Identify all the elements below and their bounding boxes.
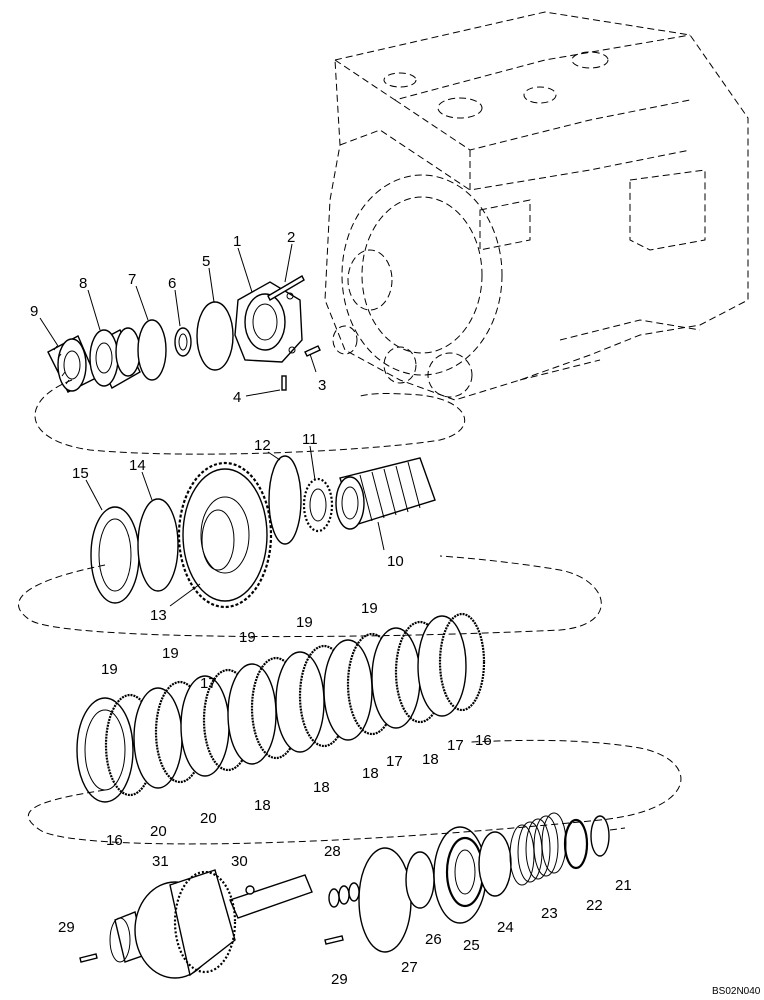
callout-label: 31 xyxy=(152,853,169,870)
callout-label: 23 xyxy=(541,905,558,922)
callout-label: 14 xyxy=(129,457,146,474)
part-29-roll-pin xyxy=(324,935,344,945)
clutch-plate xyxy=(417,615,467,717)
callout-label: 29 xyxy=(331,971,348,988)
clutch-plate xyxy=(275,651,325,753)
callout-label: 12 xyxy=(254,437,271,454)
callout-label: 15 xyxy=(72,465,89,482)
part-14-snap-ring xyxy=(137,498,179,592)
callout-label: 22 xyxy=(586,897,603,914)
clutch-plate xyxy=(371,627,421,729)
assembly-reference-loops xyxy=(18,379,682,845)
part-13-drive-gear xyxy=(177,461,273,609)
callout-label: 1 xyxy=(233,233,241,250)
part-28-seal-rings xyxy=(328,882,360,908)
callout-label: 28 xyxy=(324,843,341,860)
callout-label: 18 xyxy=(422,751,439,768)
callout-label: 7 xyxy=(128,271,136,288)
callout-label: 2 xyxy=(287,229,295,246)
leader-lines xyxy=(39,243,385,607)
callout-label: 19 xyxy=(296,614,313,631)
part-29-roll-pin xyxy=(79,953,98,963)
part-30-check-ball xyxy=(245,885,255,895)
callout-label: 9 xyxy=(30,303,38,320)
callout-label: 13 xyxy=(150,607,167,624)
part-15-friction-disc xyxy=(90,506,140,604)
callout-label: 8 xyxy=(79,275,87,292)
part-24-piston-seal xyxy=(478,831,512,897)
callout-label: 6 xyxy=(168,275,176,292)
part-23-return-spring xyxy=(509,812,567,886)
part-3-bolt xyxy=(304,345,321,357)
part-1-bearing-carrier xyxy=(234,281,303,363)
callout-label: 16 xyxy=(106,832,123,849)
callout-label: 3 xyxy=(318,377,326,394)
callout-label: 19 xyxy=(239,629,256,646)
callout-label: 17 xyxy=(386,753,403,770)
part-27-o-ring xyxy=(358,847,412,953)
callout-label: 10 xyxy=(387,553,404,570)
middle-parts-group xyxy=(90,455,436,609)
part-21-snap-ring xyxy=(590,815,610,857)
callout-label: 5 xyxy=(202,253,210,270)
part-4-dowel-pin xyxy=(281,375,287,391)
part-31-clutch-shaft xyxy=(109,869,313,979)
clutch-plate xyxy=(227,663,277,765)
part-26-o-ring xyxy=(405,851,435,909)
part-25-piston xyxy=(433,826,487,924)
callout-label: 11 xyxy=(302,431,318,448)
callout-label: 4 xyxy=(233,389,241,406)
callout-label: 18 xyxy=(362,765,379,782)
clutch-plate xyxy=(133,687,183,789)
drawing-code: BS02N040 xyxy=(712,986,761,997)
part-10-splined-hub xyxy=(335,457,436,530)
callout-label: 19 xyxy=(361,600,378,617)
callout-label: 30 xyxy=(231,853,248,870)
callout-label: 20 xyxy=(150,823,167,840)
callout-label: 25 xyxy=(463,937,480,954)
callout-label: 19 xyxy=(101,661,118,678)
callout-label: 24 xyxy=(497,919,514,936)
part-5-o-ring xyxy=(196,301,234,371)
callout-label: 18 xyxy=(313,779,330,796)
clutch-plate xyxy=(438,612,486,712)
callout-label: 19 xyxy=(162,645,179,662)
callout-labels: 1 2 3 4 5 6 7 8 9 10 11 12 13 14 15 16 1… xyxy=(30,229,761,997)
part-8-roller-bearing xyxy=(89,327,141,389)
part-12-snap-ring xyxy=(268,455,302,545)
callout-label: 21 xyxy=(615,877,632,894)
callout-label: 17 xyxy=(447,737,464,754)
callout-label: 18 xyxy=(254,797,271,814)
callout-label: 27 xyxy=(401,959,418,976)
part-9-pinion-gear xyxy=(47,335,97,393)
transmission-housing xyxy=(324,11,749,401)
lower-parts-group xyxy=(79,812,610,979)
clutch-pack-group xyxy=(76,612,486,803)
callout-label: 20 xyxy=(200,810,217,827)
callout-label: 26 xyxy=(425,931,442,948)
callout-label: 16 xyxy=(475,732,492,749)
part-2-stud xyxy=(267,275,305,301)
callout-label: 17 xyxy=(200,675,217,692)
part-22-spring-retainer xyxy=(563,818,589,870)
callout-label: 29 xyxy=(58,919,75,936)
part-7-snap-ring xyxy=(137,319,167,381)
part-6-bearing-cone xyxy=(174,327,192,357)
upper-parts-group xyxy=(47,275,321,393)
clutch-plate xyxy=(323,639,373,741)
part-11-needle-bearing xyxy=(302,477,334,533)
clutch-plate xyxy=(76,697,134,803)
